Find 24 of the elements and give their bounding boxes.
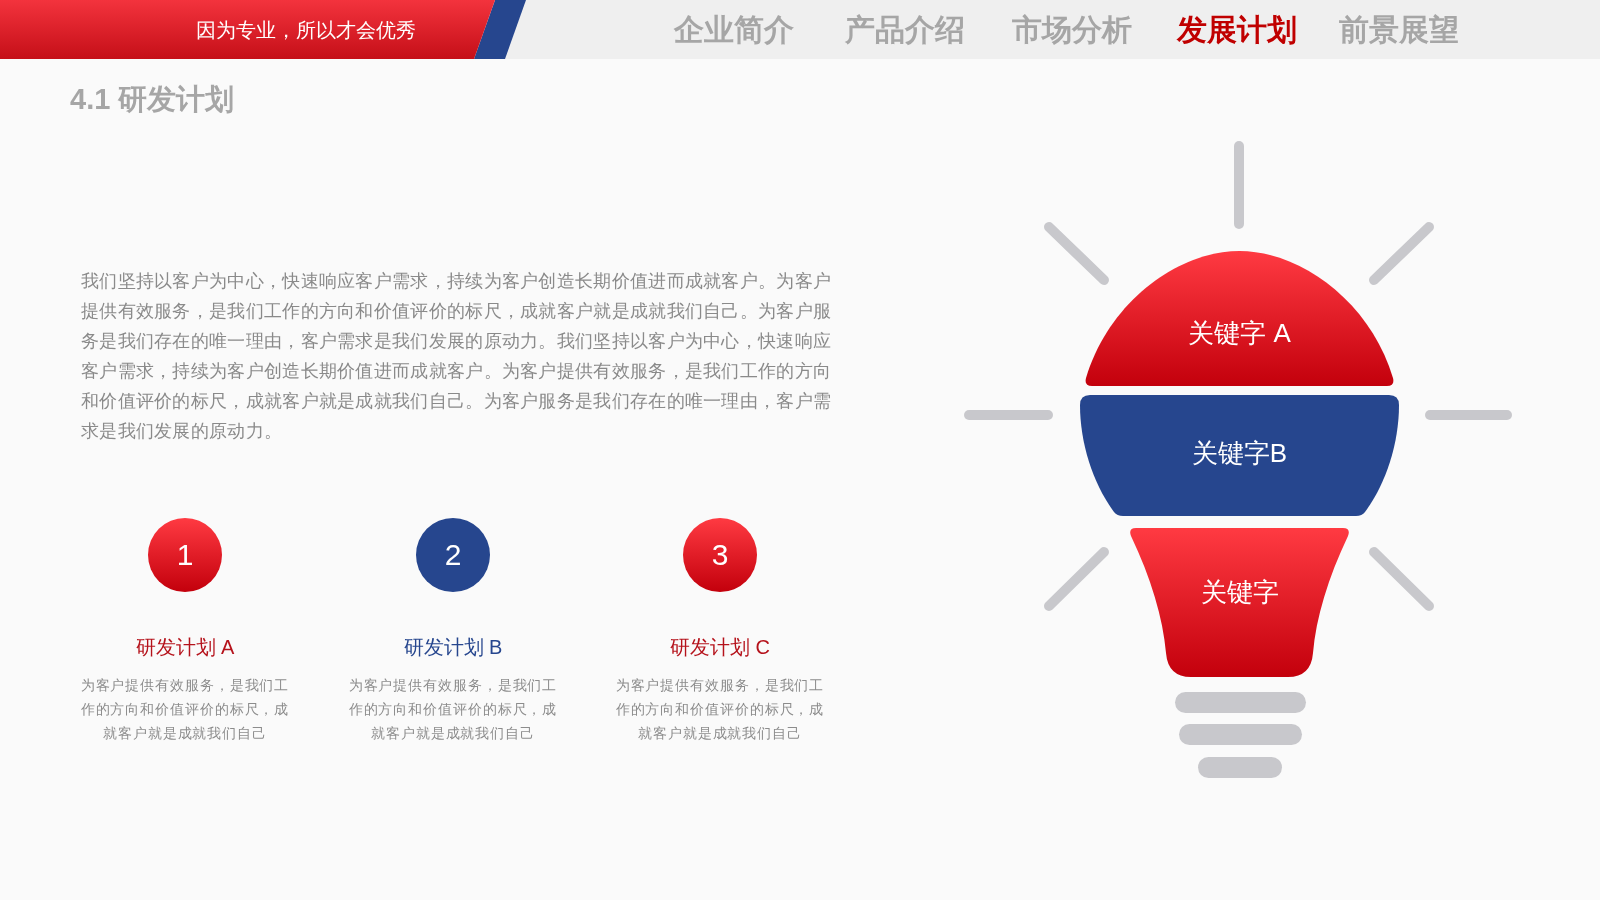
item-description: 为客户提供有效服务，是我们工作的方向和价值评价的标尺，成就客户就是成就我们自己 (79, 677, 291, 743)
bulb-segment (1080, 395, 1399, 516)
nav-link: 市场分析 (1012, 12, 1132, 48)
number-circle: 2 (416, 518, 490, 592)
item-heading: 研发计划 B (403, 635, 503, 660)
segment-label: 关键字B (1191, 437, 1288, 470)
item-description: 为客户提供有效服务，是我们工作的方向和价值评价的标尺，成就客户就是成就我们自己 (347, 677, 559, 743)
page-title: 4.1 研发计划 (70, 82, 235, 116)
nav-link: 产品介绍 (845, 12, 965, 48)
nav-link: 前景展望 (1339, 12, 1459, 48)
segment-label: 关键字 (1200, 576, 1279, 609)
bulb-segment (1128, 528, 1351, 677)
number-circle: 3 (683, 518, 757, 592)
item-description: 为客户提供有效服务，是我们工作的方向和价值评价的标尺，成就客户就是成就我们自己 (614, 677, 826, 743)
item-heading: 研发计划 A (135, 635, 235, 660)
number-circle: 1 (148, 518, 222, 592)
body-paragraph: 我们坚持以客户为中心，快速响应客户需求，持续为客户创造长期价值进而成就客户。为客户提供有效服务，是我们工作的方向和价值评价的标尺，成就客户就是成就我们自己。为客户服务是我们存在的唯一理由，客户需求是我们发展的原动力。我们坚持以客户为中心，快速响应客户需求，持续为客户创造长期价值进而成就客户。为客户提供有效服务，是我们工作的方向和价值评价的标尺，成就客户就是成就我们自己。为客户服务是我们存在的唯一理由，客户需求是我们发展的原动力。 (81, 270, 833, 443)
bulb-segment (1084, 251, 1395, 386)
slogan-text: 因为专业，所以才会优秀 (196, 18, 416, 43)
nav-link: 企业简介 (674, 12, 794, 48)
item-heading: 研发计划 C (670, 635, 770, 660)
header-band (0, 0, 495, 59)
segment-label: 关键字 A (1188, 317, 1291, 350)
nav-link: 发展计划 (1177, 12, 1297, 48)
